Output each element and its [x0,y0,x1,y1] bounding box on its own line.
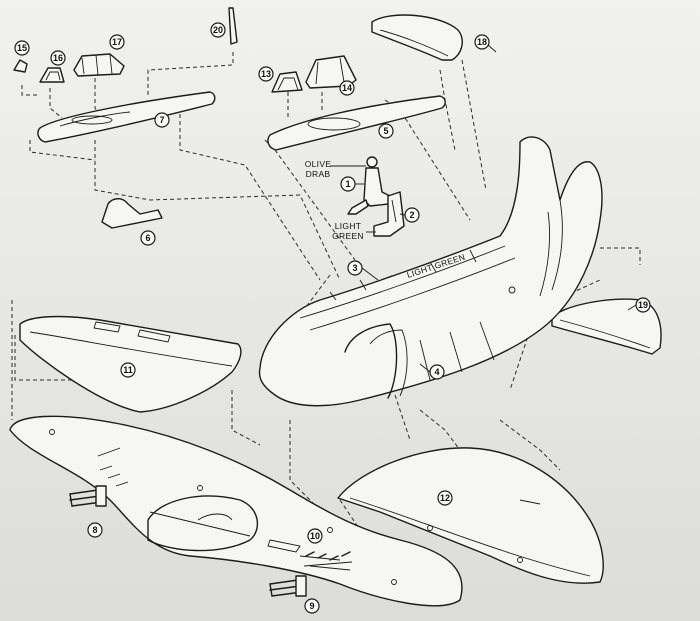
svg-text:15: 15 [17,43,27,53]
part-10-gear-parts [303,551,353,567]
svg-text:7: 7 [159,115,164,125]
callout-9: 9 [304,598,320,614]
callout-15: 15 [14,40,30,56]
part-20-antenna [228,7,238,45]
svg-text:DRAB: DRAB [306,169,331,179]
svg-text:4: 4 [434,367,439,377]
callout-17: 17 [109,34,125,50]
svg-text:LIGHT: LIGHT [335,221,362,231]
callout-16: 16 [50,50,66,66]
svg-text:11: 11 [123,365,133,375]
part-14-canopy [305,55,357,89]
paint-note-light-green-seat: LIGHT GREEN [332,221,376,241]
part-12-right-wing [337,447,604,584]
callout-19: 19 [635,297,651,313]
callout-4: 4 [429,364,445,380]
part-8-guns [69,485,107,507]
callout-12: 12 [437,490,453,506]
part-9-guns [269,575,307,597]
svg-text:3: 3 [352,263,357,273]
part-15-gunsight [13,59,28,73]
callout-10: 10 [307,528,323,544]
svg-text:1: 1 [345,179,350,189]
svg-text:OLIVE: OLIVE [305,159,332,169]
part-17-canopy [73,53,125,77]
callout-6: 6 [140,230,156,246]
svg-text:13: 13 [261,69,271,79]
part-13-windscreen [271,71,303,93]
callout-18: 18 [474,34,490,50]
lower-wing-assembly [9,415,463,607]
callout-8: 8 [87,522,103,538]
part-18-stabilizer [371,14,463,61]
svg-text:GREEN: GREEN [332,231,364,241]
svg-text:12: 12 [440,493,450,503]
callout-leaders [355,44,637,373]
svg-text:18: 18 [477,37,487,47]
part-16-windscreen [39,67,65,83]
callout-3: 3 [347,260,363,276]
callout-1: 1 [340,176,356,192]
callout-14: 14 [339,80,355,96]
part-1-pilot [347,156,391,215]
callout-7: 7 [154,112,170,128]
callout-2: 2 [404,207,420,223]
part-6-headrest [101,198,163,229]
callout-20: 20 [210,22,226,38]
svg-text:10: 10 [310,531,320,541]
part-4-fuselage [258,136,603,407]
part-19-stabilizer [551,298,662,355]
part-2-seat [373,191,405,237]
svg-text:2: 2 [409,210,414,220]
svg-text:20: 20 [213,25,223,35]
callout-13: 13 [258,66,274,82]
callout-11: 11 [120,362,136,378]
svg-text:17: 17 [112,37,122,47]
svg-text:19: 19 [638,300,648,310]
svg-text:14: 14 [342,83,352,93]
paint-note-olive-drab: OLIVE DRAB [305,159,366,179]
svg-text:16: 16 [53,53,63,63]
part-5-cockpit-deck [267,95,446,151]
svg-text:9: 9 [309,601,314,611]
callout-5: 5 [378,123,394,139]
svg-text:5: 5 [383,126,388,136]
svg-text:8: 8 [92,525,97,535]
svg-text:6: 6 [145,233,150,243]
part-7-fuselage-deck [37,91,216,143]
